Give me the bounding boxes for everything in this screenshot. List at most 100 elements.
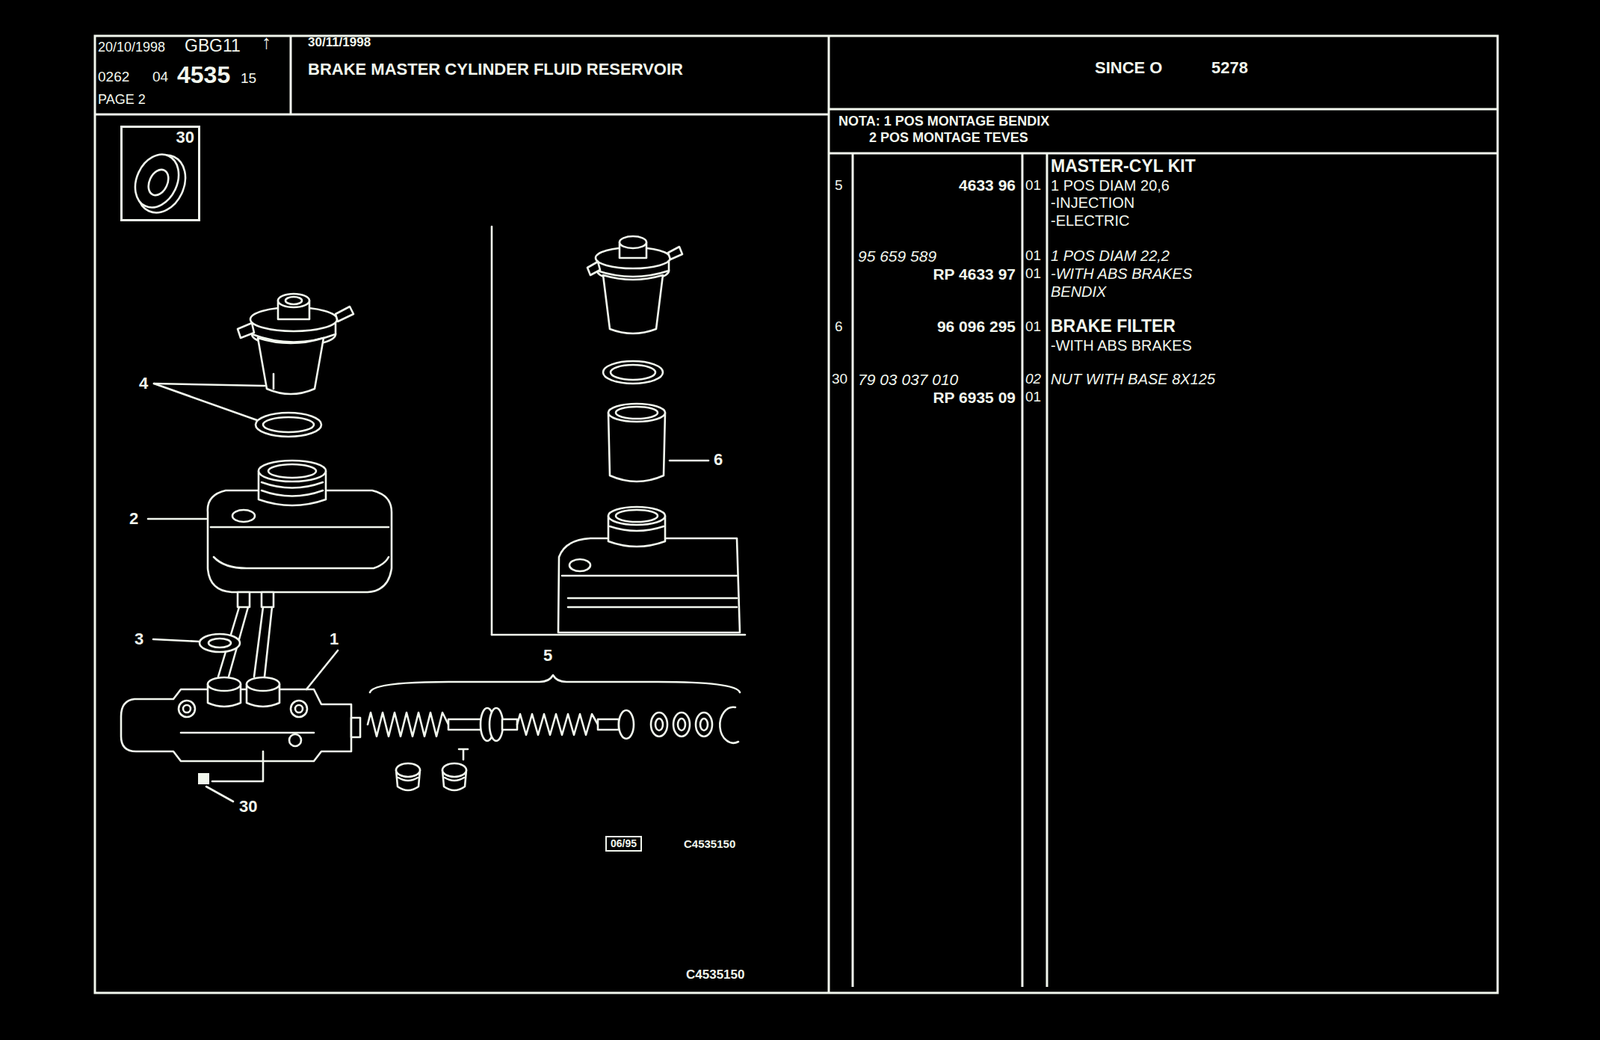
- header-field: 4535: [177, 61, 231, 89]
- inset-box: 30: [120, 125, 201, 222]
- leader-lines: [306, 650, 338, 690]
- table-cell: 01: [1025, 177, 1042, 194]
- leader-lines: [212, 751, 264, 781]
- abs-variant-inset: [569, 558, 591, 571]
- abs-variant-inset: [490, 226, 494, 635]
- table-cell: 1 POS DIAM 20,6: [1050, 177, 1170, 195]
- port-seal: [199, 633, 240, 652]
- port-seal: [208, 638, 231, 648]
- fluid-reservoir: [268, 464, 317, 478]
- plugs: [444, 777, 465, 781]
- reservoir-seal: [263, 417, 314, 432]
- fluid-reservoir: [237, 591, 250, 607]
- table-cell: 1 POS DIAM 22,2: [1050, 247, 1170, 265]
- page-frame: [289, 35, 293, 115]
- reservoir-seal: [255, 412, 322, 437]
- piston-kit: [367, 674, 740, 743]
- leader-lines: [669, 459, 709, 462]
- reservoir-seal: [255, 412, 322, 437]
- abs-variant-inset: [603, 275, 663, 334]
- header-field: NOTA: 1 POS MONTAGE BENDIX: [838, 113, 1050, 130]
- master-cylinder: [183, 704, 191, 713]
- piston-kit: [502, 718, 518, 730]
- inset-nut: [127, 147, 195, 221]
- page-frame: [851, 153, 855, 987]
- piston-kit: [700, 718, 708, 731]
- fluid-reservoir: [261, 482, 323, 497]
- table-cell: BRAKE FILTER: [1050, 316, 1176, 336]
- plugs: [458, 748, 468, 760]
- abs-variant-inset: [587, 261, 601, 276]
- header-field: 0262: [97, 68, 130, 86]
- abs-variant-inset: [608, 403, 666, 422]
- page-frame: [828, 152, 1498, 155]
- table-cell: 6: [834, 318, 843, 335]
- table-cell: 02: [1025, 370, 1042, 388]
- leader-lines: [153, 383, 265, 386]
- table-cell: MASTER-CYL KIT: [1050, 156, 1196, 176]
- piston-kit: [719, 706, 739, 743]
- piston-kit: [367, 712, 449, 737]
- drawing-code: C4535150: [683, 836, 736, 850]
- header-field: GB: [184, 35, 210, 56]
- abs-variant-inset: [610, 364, 656, 380]
- table-cell: 95 659 589: [857, 247, 937, 266]
- callout-number: 5: [543, 645, 553, 665]
- abs-variant-inset: [619, 236, 647, 249]
- table-cell: 30: [831, 370, 848, 388]
- drawing-code: C4535150: [686, 967, 745, 982]
- inset-nut: [144, 166, 173, 199]
- table-cell: BENDIX: [1050, 283, 1107, 301]
- header-field: 04: [152, 68, 169, 86]
- page-frame: [94, 113, 829, 116]
- table-cell: 79 03 037 010: [857, 370, 959, 389]
- reservoir-cap: [237, 322, 255, 338]
- master-cylinder: [180, 731, 314, 734]
- table-cell: 96 096 295: [937, 317, 1016, 336]
- table-cell: 01: [1025, 265, 1042, 282]
- page-frame: [828, 35, 831, 993]
- piston-kit: [597, 718, 619, 730]
- fluid-reservoir: [213, 556, 389, 568]
- plugs: [396, 763, 420, 777]
- table-cell: -WITH ABS BRAKES: [1050, 337, 1192, 355]
- leader-lines: [206, 786, 234, 802]
- header-field: 20/10/1998: [97, 39, 166, 56]
- abs-variant-inset: [558, 538, 740, 633]
- table-cell: -ELECTRIC: [1050, 212, 1130, 230]
- master-cylinder: [246, 677, 280, 691]
- table-cell: 5: [834, 177, 843, 194]
- abs-variant-inset: [491, 226, 746, 635]
- reservoir-cap: [285, 296, 302, 305]
- reservoir-cap: [272, 373, 276, 389]
- master-cylinder: [289, 733, 302, 746]
- callout-number: 2: [129, 508, 139, 528]
- header-field: SINCE O: [1094, 58, 1163, 77]
- header-field: G11: [209, 35, 241, 56]
- feed-tubes: [254, 606, 264, 677]
- leader-lines: [147, 517, 207, 521]
- box-text: 06/95: [610, 837, 637, 849]
- reservoir-cap: [278, 293, 310, 308]
- abs-variant-inset: [561, 575, 737, 607]
- page-frame: [94, 35, 1498, 993]
- page-frame: [1021, 153, 1024, 987]
- port-seal: [199, 633, 240, 652]
- plugs: [398, 777, 418, 781]
- master-cylinder: [351, 717, 361, 737]
- header-field: ↑: [261, 31, 272, 54]
- table-cell: RP 4633 97: [932, 265, 1016, 284]
- header-field: 2 POS MONTAGE TEVES: [869, 130, 1029, 146]
- abs-variant-inset: [615, 406, 658, 419]
- leader-lines: [153, 383, 258, 420]
- abs-variant-inset: [491, 633, 746, 636]
- callout-number: 4: [139, 373, 148, 393]
- master-cylinder: [178, 700, 196, 717]
- abs-variant-inset: [615, 509, 658, 522]
- piston-kit: [695, 712, 713, 737]
- fluid-reservoir: [261, 591, 274, 607]
- piston-kit: [618, 709, 634, 739]
- page-frame: [828, 108, 1498, 111]
- piston-kit: [650, 712, 668, 737]
